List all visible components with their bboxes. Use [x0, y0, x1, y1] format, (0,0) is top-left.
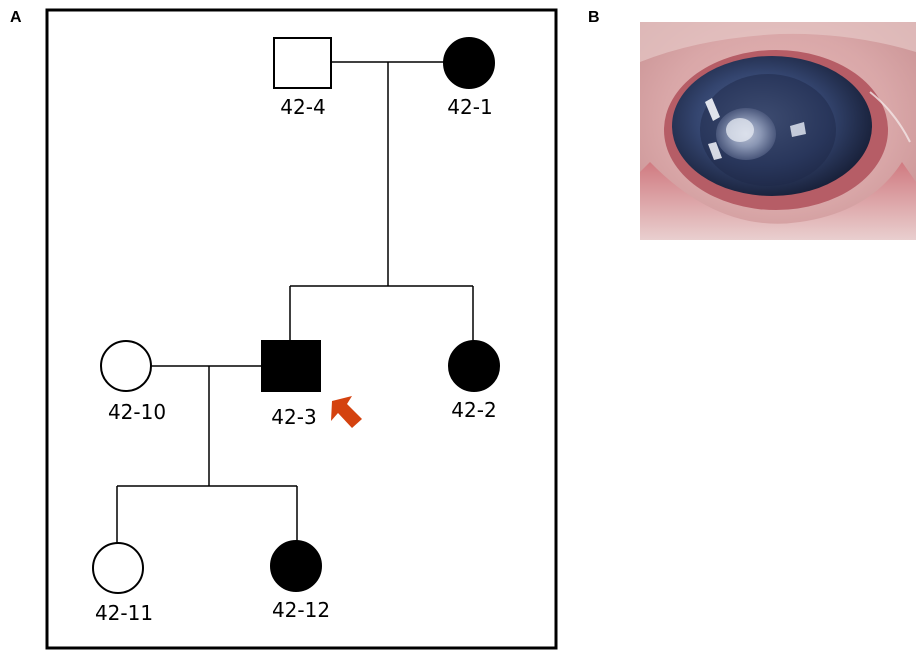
reflection-2 [708, 142, 722, 160]
individual-42-3-label: 42-3 [271, 405, 316, 429]
individual-42-12-symbol [270, 540, 322, 592]
reflection-3 [790, 122, 806, 137]
eye-illustration [640, 22, 916, 240]
individual-42-2-symbol [448, 340, 500, 392]
individual-42-10-symbol [100, 340, 152, 392]
cataract-center [726, 118, 754, 142]
pedigree-lines [116, 61, 474, 543]
individual-42-11-symbol [92, 542, 144, 594]
individual-42-3-symbol [261, 340, 321, 392]
individual-42-11-label: 42-11 [95, 601, 153, 625]
lid-highlight [869, 91, 911, 143]
lower-lid [640, 162, 916, 240]
pedigree-frame [45, 8, 558, 650]
individual-42-2-label: 42-2 [451, 398, 496, 422]
individual-42-1-symbol [443, 37, 495, 89]
proband-arrow-icon [331, 396, 362, 428]
individual-42-1-label: 42-1 [447, 95, 492, 119]
upper-lid [640, 22, 916, 62]
individual-42-4-label: 42-4 [280, 95, 325, 119]
panel-b-letter: B [588, 9, 600, 26]
individual-42-10-label: 42-10 [108, 400, 166, 424]
panel-a-letter: A [10, 9, 22, 26]
individual-42-4-symbol [273, 37, 332, 89]
reflection-1 [705, 98, 720, 121]
eye-photograph [640, 22, 916, 240]
individual-42-12-label: 42-12 [272, 598, 330, 622]
